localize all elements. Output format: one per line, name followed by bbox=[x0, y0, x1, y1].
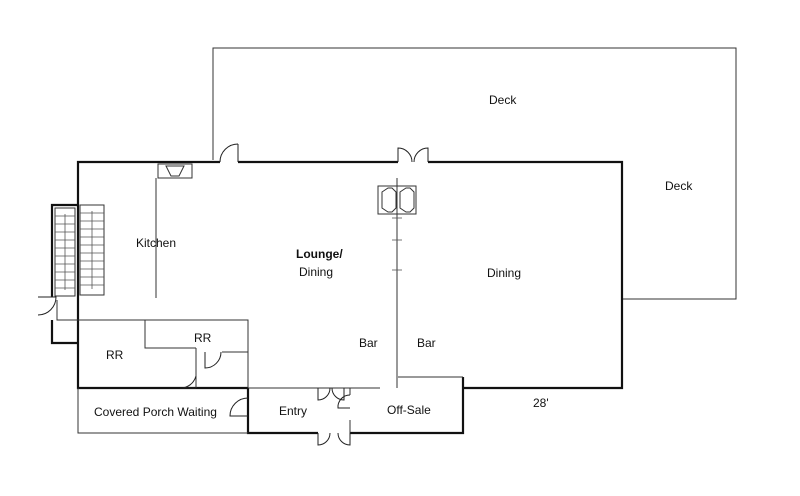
fireplace-kitchen bbox=[157, 163, 193, 179]
deck-top-label: Deck bbox=[489, 93, 517, 107]
off-sale-label: Off-Sale bbox=[387, 403, 431, 417]
stairs bbox=[54, 204, 105, 297]
fireplace-center bbox=[377, 185, 417, 215]
lounge-label: Lounge/ bbox=[296, 247, 343, 261]
kitchen-label: Kitchen bbox=[136, 236, 176, 250]
lounge-dining-label: Dining bbox=[299, 265, 333, 279]
bar-left-label: Bar bbox=[359, 336, 378, 350]
dining-label: Dining bbox=[487, 266, 521, 280]
covered-porch-label: Covered Porch Waiting bbox=[94, 405, 217, 419]
rr-upper-label: RR bbox=[194, 331, 212, 345]
doors bbox=[37, 143, 429, 446]
entry-label: Entry bbox=[279, 404, 307, 418]
rr-lower-label: RR bbox=[106, 348, 124, 362]
covered-porch-outline bbox=[77, 388, 248, 434]
deck-outline bbox=[212, 47, 737, 300]
dimension-label: 28' bbox=[533, 396, 549, 410]
deck-right-label: Deck bbox=[665, 179, 693, 193]
interior-walls bbox=[56, 178, 463, 433]
bar-right-label: Bar bbox=[417, 336, 436, 350]
exterior-walls bbox=[50, 160, 624, 435]
